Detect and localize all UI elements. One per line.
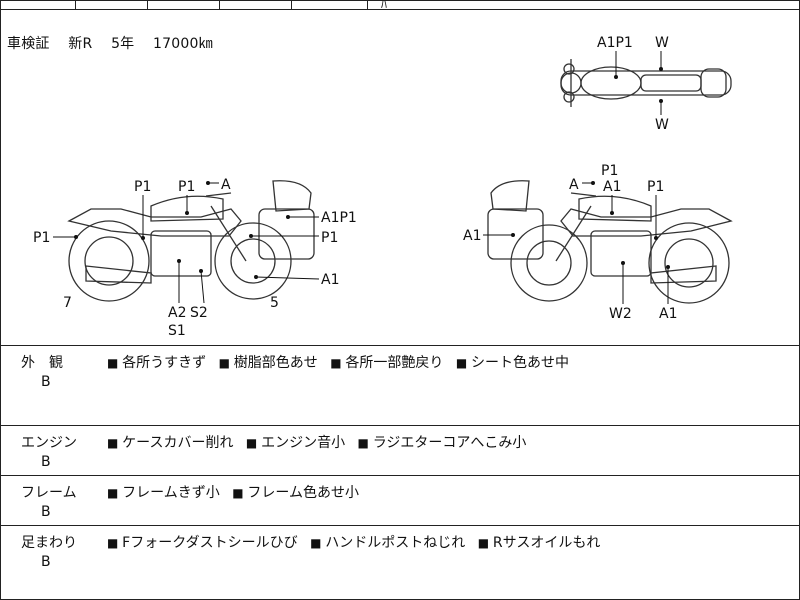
note-item: Fフォークダストシールひび [107,535,298,551]
left-side-bike [67,180,315,302]
label-a1p1: A1P1 [597,35,633,51]
label-w: W [655,117,669,133]
label-a1: A1 [321,272,339,288]
header-strip: ﾊﾟ ﾟ ﾟ ﾟ [1,0,799,11]
label-p1: P1 [321,230,338,246]
note-item: ケースカバー削れ [107,435,233,451]
label-s2: S2 [190,305,208,321]
label-w: W [655,35,669,51]
section-label: フレーム [21,485,77,501]
section-frame: フレーム B フレームきず小 フレーム色あせ小 [1,475,799,526]
registration-line: 車検証 新R 5年 17000㎞ [7,33,227,53]
note-item: シート色あせ中 [456,355,569,371]
label-a1: A1 [659,306,677,322]
right-side-bike [487,180,733,304]
section-grade: B [41,504,51,520]
section-grade: B [41,554,51,570]
label-p1: P1 [33,230,50,246]
section-notes: 各所うすきず 樹脂部色あせ 各所一部艶戻り シート色あせ中 [107,352,577,372]
note-item: Rサスオイルもれ [478,535,601,551]
mileage: 17000㎞ [153,36,213,52]
header-cell [147,1,220,9]
label-a2: A2 [168,305,186,321]
label-p1: P1 [601,163,618,179]
damage-diagram: A1P1 W W P1 P1 A [33,35,733,339]
section-exterior: 外 観 B 各所うすきず 樹脂部色あせ 各所一部艶戻り シート色あせ中 [1,345,799,426]
registration-status: 新R [68,36,93,52]
section-label: 外 観 [21,355,63,371]
label-7: 7 [63,295,72,311]
section-label: 足まわり [21,535,77,551]
label-p1: P1 [178,179,195,195]
note-item: ラジエターコアへこみ小 [358,435,527,451]
label-p1: P1 [647,179,664,195]
label-a: A [569,177,579,193]
section-notes: ケースカバー削れ エンジン音小 ラジエターコアへこみ小 [107,432,534,452]
note-item: エンジン音小 [246,435,345,451]
label-w2: W2 [609,306,632,322]
section-grade: B [41,454,51,470]
note-item: 各所うすきず [107,355,206,371]
header-cell [1,1,76,9]
model-year: 5年 [111,36,135,52]
header-cell [75,1,148,9]
label-5: 5 [270,295,279,311]
section-suspension: 足まわり B Fフォークダストシールひび ハンドルポストねじれ Rサスオイルもれ [1,525,799,599]
header-tail: ﾊﾟ ﾟ ﾟ ﾟ [381,0,420,11]
note-item: フレームきず小 [107,485,220,501]
label-a1: A1 [463,228,481,244]
registration-type: 車検証 [7,36,50,52]
header-cell [291,1,368,9]
section-notes: Fフォークダストシールひび ハンドルポストねじれ Rサスオイルもれ [107,532,608,552]
label-p1: P1 [134,179,151,195]
label-a1p1: A1P1 [321,210,357,226]
note-item: 各所一部艶戻り [330,355,443,371]
label-a: A [221,177,231,193]
note-item: フレーム色あせ小 [232,485,359,501]
section-label: エンジン [21,435,77,451]
right-side-labels: P1 A A1 P1 A1 W2 A1 [463,163,677,322]
section-engine: エンジン B ケースカバー削れ エンジン音小 ラジエターコアへこみ小 [1,425,799,476]
label-a1: A1 [603,179,621,195]
top-view-bike [560,59,732,107]
top-view-labels: A1P1 W W [597,35,669,133]
label-s1: S1 [168,323,186,339]
section-notes: フレームきず小 フレーム色あせ小 [107,482,367,502]
header-cell [219,1,292,9]
note-item: 樹脂部色あせ [219,355,318,371]
left-side-labels: P1 P1 A P1 A1P1 P1 A1 7 A2 S2 S1 5 [33,177,357,339]
note-item: ハンドルポストねじれ [310,535,465,551]
section-grade: B [41,374,51,390]
